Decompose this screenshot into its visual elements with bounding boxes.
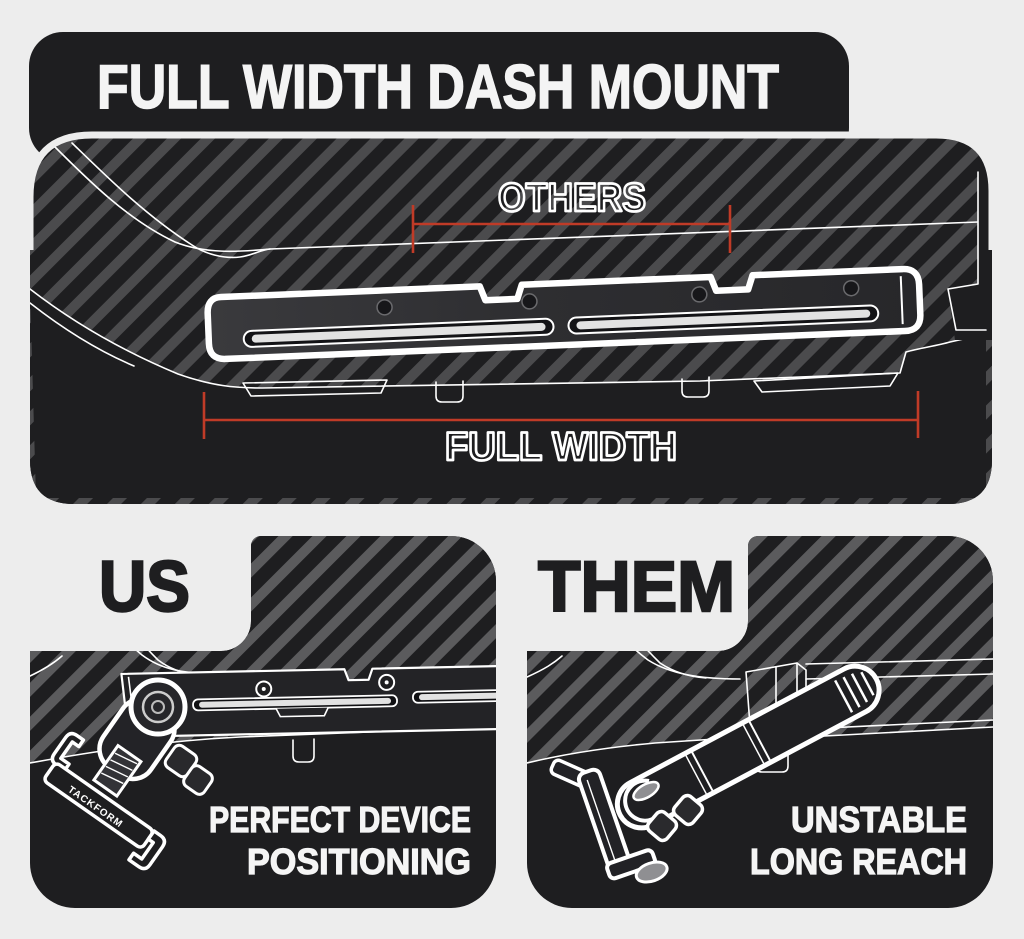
cradle-spine-edge bbox=[586, 779, 617, 864]
clamp-stem-hatch-1 bbox=[114, 752, 138, 765]
them-label: THEM bbox=[538, 548, 735, 627]
slot-right-highlight bbox=[576, 309, 871, 330]
mount-bar bbox=[204, 265, 924, 363]
clamp-stem-body bbox=[91, 743, 144, 799]
arm-shaft bbox=[614, 663, 882, 831]
arm-segment-line-2b bbox=[683, 751, 710, 799]
full-width-dimension bbox=[202, 391, 920, 439]
arm-segment-line-1b bbox=[740, 720, 767, 768]
clamp-knob-2 bbox=[182, 764, 214, 796]
top-panel-art: OTHERS FULL WIDTH bbox=[30, 135, 992, 504]
clamp-socket-outer bbox=[128, 677, 188, 737]
us-screw-1-dot bbox=[261, 686, 266, 691]
arm-pad-1 bbox=[671, 793, 705, 827]
slot-left-highlight bbox=[251, 322, 546, 343]
us-slot-right-highlight bbox=[418, 692, 496, 701]
them-dash-line1 bbox=[805, 658, 993, 665]
title-bar-background bbox=[29, 32, 849, 162]
foot-plate-right bbox=[753, 372, 899, 393]
dash-top-sweep-line2 bbox=[71, 142, 271, 259]
them-dash-bottom-line bbox=[527, 736, 747, 764]
them-caption-line2: LONG REACH bbox=[750, 841, 967, 882]
mount-bar-slots bbox=[242, 276, 904, 348]
clamp-upper-jaw bbox=[50, 731, 86, 773]
us-foot-tab bbox=[292, 738, 315, 763]
clamp-socket-inner bbox=[151, 700, 165, 714]
screw-hole-3 bbox=[691, 286, 708, 303]
arm-segment-line-2 bbox=[689, 748, 716, 795]
dash-right-edge-line bbox=[947, 171, 987, 331]
cradle-foot bbox=[605, 848, 657, 881]
under-dash-shadow bbox=[30, 289, 986, 498]
others-dimension bbox=[411, 205, 732, 253]
arm-cap-slot-4 bbox=[834, 679, 854, 713]
arm-pivot-curve bbox=[623, 778, 654, 823]
arm-cap-slot-2 bbox=[850, 673, 869, 703]
title-bar: FULL WIDTH DASH MOUNT bbox=[29, 32, 849, 162]
us-screw-2-dot bbox=[384, 680, 389, 685]
full-width-label: FULL WIDTH bbox=[445, 425, 677, 469]
screw-hole-1 bbox=[376, 299, 393, 316]
dash-bottom-edge-line2 bbox=[30, 302, 135, 367]
clamp-lower-jaw bbox=[127, 829, 167, 871]
them-sweep-line3 bbox=[527, 655, 563, 678]
them-long-arm bbox=[549, 663, 882, 884]
foot-tab-right bbox=[681, 376, 710, 398]
them-dash-bottom-line2 bbox=[805, 726, 993, 738]
cradle-foot-pad bbox=[634, 860, 669, 884]
us-sweep-line3 bbox=[30, 655, 63, 677]
foot-plate-left bbox=[242, 379, 388, 397]
us-bar-screws bbox=[255, 673, 396, 698]
phone-cradle bbox=[576, 767, 669, 884]
clamp-stem-hatch-4 bbox=[100, 772, 124, 785]
others-label: OTHERS bbox=[498, 176, 646, 220]
arm-cap-slot-3 bbox=[842, 676, 861, 708]
us-caption-line1: PERFECT DEVICE bbox=[209, 799, 471, 840]
dash-top-sweep-line bbox=[53, 145, 979, 253]
clamp-stem-hatch-2 bbox=[110, 759, 133, 771]
mount-bar-screws bbox=[376, 279, 860, 316]
arm-segment-line-1 bbox=[746, 717, 773, 765]
dash-right-solid bbox=[948, 164, 992, 340]
mount-bar-feet bbox=[242, 372, 899, 403]
us-label: US bbox=[99, 548, 190, 627]
them-caption-line1: UNSTABLE bbox=[791, 799, 967, 840]
clamp-stem-hatch-3 bbox=[105, 765, 129, 778]
screw-hole-2 bbox=[521, 293, 538, 310]
arm-cap-slot-1 bbox=[860, 671, 875, 696]
top-panel-border bbox=[26, 131, 996, 250]
arm-shaft-group bbox=[614, 663, 882, 831]
bar-endcap-line bbox=[899, 276, 904, 325]
arm-pad-2 bbox=[645, 809, 679, 843]
us-slot-step bbox=[275, 707, 329, 718]
us-panel: TACKFORM PERFECT DEVICE POSITIONING bbox=[30, 536, 496, 908]
title-text: FULL WIDTH DASH MOUNT bbox=[97, 53, 779, 122]
us-slot-left-highlight bbox=[199, 697, 392, 708]
clamp-socket-mid bbox=[141, 690, 175, 724]
them-panel: UNSTABLE LONG REACH bbox=[527, 536, 993, 908]
top-panel: OTHERS FULL WIDTH bbox=[26, 131, 996, 504]
screw-hole-4 bbox=[842, 279, 860, 297]
us-caption-line2: POSITIONING bbox=[247, 841, 471, 882]
arm-gray-pad bbox=[632, 780, 660, 802]
dash-bottom-edge-line bbox=[30, 288, 987, 389]
clamp-stem bbox=[91, 743, 144, 799]
foot-tab-left bbox=[435, 380, 464, 403]
